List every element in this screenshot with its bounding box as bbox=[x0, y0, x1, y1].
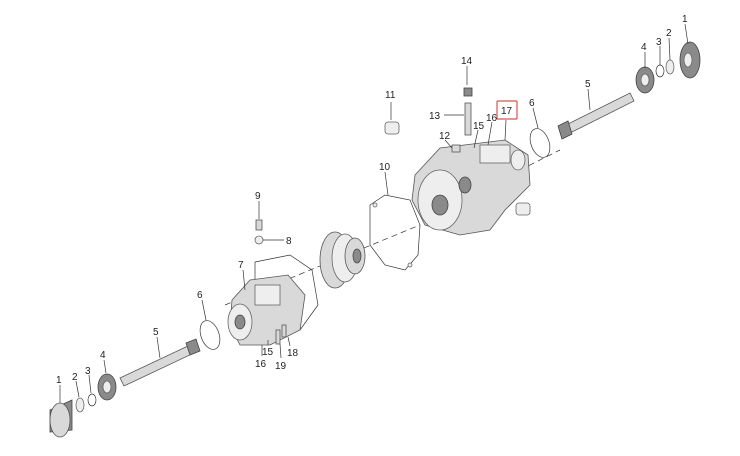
callout-16-top: 16 bbox=[486, 113, 498, 124]
bolts-18-19 bbox=[275, 324, 287, 345]
left-housing bbox=[227, 274, 306, 346]
callout-4-right: 4 bbox=[641, 42, 647, 53]
callout-19: 19 bbox=[275, 361, 287, 372]
bevel-gear-right bbox=[679, 41, 701, 79]
bearing-right bbox=[635, 66, 655, 94]
callout-2-right: 2 bbox=[666, 28, 672, 39]
bevel-gear-left bbox=[49, 399, 73, 438]
callout-7: 7 bbox=[238, 260, 244, 271]
snap-ring-left bbox=[87, 393, 97, 407]
main-housing bbox=[411, 139, 531, 236]
o-ring-left bbox=[199, 320, 221, 350]
clutch-disc-pack bbox=[319, 231, 366, 289]
callout-1-right: 1 bbox=[682, 14, 688, 25]
bushing-right bbox=[515, 202, 531, 216]
callout-labels: 1 2 3 4 5 6 14 11 13 17 16 15 12 10 9 8 … bbox=[56, 14, 688, 386]
o-ring-right bbox=[529, 128, 551, 158]
callout-10: 10 bbox=[379, 162, 391, 173]
screw-9 bbox=[255, 219, 263, 231]
callout-3-left: 3 bbox=[85, 366, 91, 377]
plug-12 bbox=[451, 144, 461, 153]
callout-4-left: 4 bbox=[100, 350, 106, 361]
fitting-8 bbox=[254, 235, 284, 245]
bearing-left bbox=[97, 373, 117, 401]
callout-15-top: 15 bbox=[473, 121, 485, 132]
callout-14: 14 bbox=[461, 56, 473, 67]
bushing-11 bbox=[384, 121, 400, 135]
callout-1-left: 1 bbox=[56, 375, 62, 386]
callout-9: 9 bbox=[255, 191, 261, 202]
callout-6-right: 6 bbox=[529, 98, 535, 109]
washer-left bbox=[75, 397, 85, 413]
callout-18: 18 bbox=[287, 348, 299, 359]
callout-5-left: 5 bbox=[153, 327, 159, 338]
axis-line-right bbox=[519, 149, 561, 171]
callout-8: 8 bbox=[286, 236, 292, 247]
leader-lines bbox=[59, 23, 689, 403]
shaft-left bbox=[119, 338, 201, 387]
callout-2-left: 2 bbox=[72, 372, 78, 383]
washer-right bbox=[665, 59, 675, 75]
callout-16-bottom: 16 bbox=[255, 359, 267, 370]
callout-5-right: 5 bbox=[585, 79, 591, 90]
callout-13: 13 bbox=[429, 111, 441, 122]
callout-17: 17 bbox=[501, 106, 513, 117]
pin-13 bbox=[463, 87, 473, 136]
highlight-box-17 bbox=[496, 100, 518, 120]
callout-11: 11 bbox=[385, 90, 396, 101]
callout-12: 12 bbox=[439, 131, 451, 142]
callout-15-bottom: 15 bbox=[262, 347, 274, 358]
shaft-right bbox=[557, 92, 635, 140]
snap-ring-right bbox=[655, 64, 665, 78]
gasket-10 bbox=[369, 194, 421, 271]
callout-3-right: 3 bbox=[656, 37, 662, 48]
callout-6-left: 6 bbox=[197, 290, 203, 301]
